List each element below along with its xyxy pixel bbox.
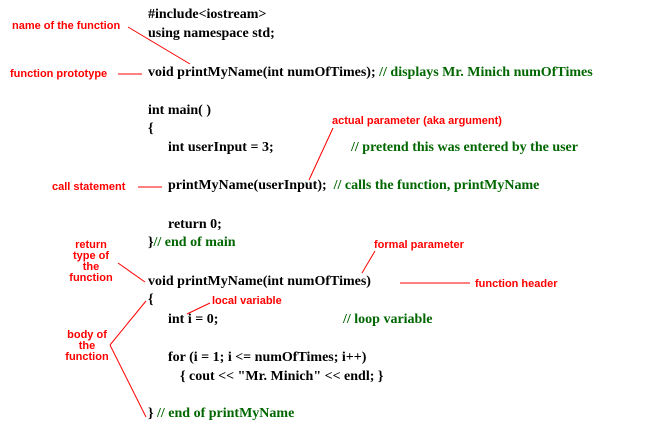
code-main-signature: int main( ): [148, 103, 211, 118]
code-prototype-line: void printMyName(int numOfTimes); // dis…: [148, 65, 593, 81]
label-formal-parameter: formal parameter: [374, 239, 464, 251]
pointer-actual-parameter: [308, 127, 334, 181]
code-cout-statement: { cout << "Mr. Minich" << endl; }: [180, 369, 384, 384]
label-function-header: function header: [475, 278, 558, 290]
code-function-close-comment: // end of printMyName: [153, 406, 295, 421]
code-function-close-brace: }: [148, 406, 154, 421]
code-prototype-comment: // displays Mr. Minich numOfTimes: [379, 65, 593, 80]
code-main-close-line: }// end of main: [148, 235, 236, 251]
label-name-of-function: name of the function: [12, 20, 121, 32]
code-function-close-line: } // end of printMyName: [148, 406, 294, 422]
code-function-header: void printMyName(int numOfTimes): [148, 274, 371, 289]
pointer-body-top: [109, 300, 147, 346]
pointer-name-of-function: [127, 26, 191, 65]
code-call: printMyName(userInput);: [168, 178, 334, 193]
pointer-return-type: [117, 262, 146, 283]
label-local-variable: local variable: [212, 295, 282, 307]
code-call-comment: // calls the function, printMyName: [333, 178, 540, 193]
code-local-variable: int i = 0;: [168, 312, 219, 327]
label-call-statement: call statement: [52, 181, 126, 193]
pointer-local-variable: [186, 302, 211, 315]
label-function-prototype: function prototype: [10, 68, 108, 80]
code-function-open-brace: {: [148, 292, 154, 307]
label-return-type-line-3: the: [82, 261, 100, 273]
pointer-formal-parameter: [361, 250, 376, 274]
code-local-variable-comment: // loop variable: [343, 312, 433, 327]
code-main-open-brace: {: [148, 121, 154, 136]
code-prototype: void printMyName(int numOfTimes);: [148, 65, 380, 80]
label-return-type-line-1: return: [75, 239, 107, 251]
code-main-close-comment: // end of main: [153, 235, 236, 250]
label-body-line-2: the: [78, 340, 96, 352]
label-actual-parameter: actual parameter (aka argument): [332, 115, 502, 127]
label-body-of-function: body of the function: [56, 330, 118, 363]
pointer-body-bottom: [109, 344, 147, 418]
code-include: #include<iostream>: [148, 7, 267, 22]
code-for-loop: for (i = 1; i <= numOfTimes; i++): [168, 350, 367, 365]
label-body-line-1: body of: [67, 329, 107, 341]
code-user-input-comment: // pretend this was entered by the user: [351, 140, 578, 155]
code-using-namespace: using namespace std;: [148, 26, 275, 41]
code-main-close-brace: }: [148, 235, 154, 250]
label-return-type-line-4: function: [69, 272, 113, 284]
code-user-input: int userInput = 3;: [168, 140, 274, 155]
label-return-type: return type of the function: [58, 240, 124, 284]
code-return: return 0;: [168, 217, 222, 232]
code-call-line: printMyName(userInput); // calls the fun…: [168, 178, 539, 194]
label-return-type-line-2: type of: [72, 250, 110, 262]
label-body-line-3: function: [65, 351, 109, 363]
